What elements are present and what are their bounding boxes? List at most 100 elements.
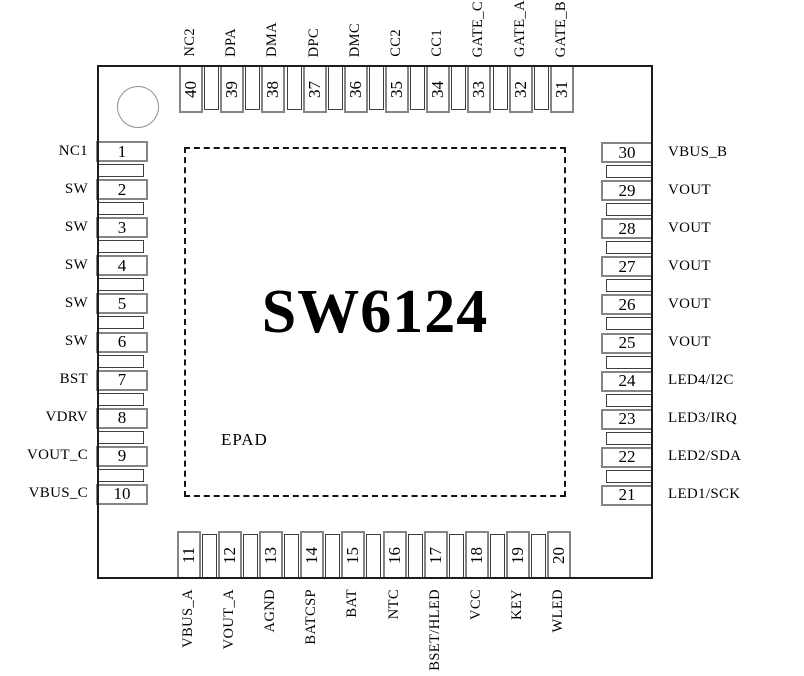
pin-4-label: SW (64, 256, 88, 273)
pin-38-number: 38 (263, 80, 283, 98)
pin-27-label: VOUT (668, 257, 711, 274)
pad-stub (606, 203, 653, 217)
pin-25-number: 25 (618, 333, 636, 352)
pin-11-box: 11 (177, 531, 201, 579)
pin-7-box: 7 (96, 369, 148, 391)
pin-33-number: 33 (469, 80, 489, 98)
pin-14-label: BATCSP (303, 589, 320, 645)
pad-stub (97, 316, 144, 330)
pad-stub (606, 393, 653, 407)
pad-stub (204, 66, 220, 110)
pin-16-label: NTC (385, 589, 402, 620)
pin-9-label: VOUT_C (27, 447, 88, 464)
pin-31-box: 31 (549, 65, 574, 113)
pin-38-label: DMA (264, 21, 281, 57)
pin-18-label: VCC (467, 589, 484, 621)
pin-14-number: 14 (302, 546, 322, 564)
pin-29-label: VOUT (668, 181, 711, 198)
pin-19-number: 19 (507, 546, 527, 564)
pin-22-label: LED2/SDA (668, 448, 742, 465)
pin-35-label: CC2 (388, 29, 404, 57)
pin-30-label: VBUS_B (668, 143, 728, 160)
pad-stub (243, 534, 259, 578)
pin-24-box: 24 (601, 370, 653, 392)
pin-23-label: LED3/IRQ (668, 410, 738, 427)
pin-35-box: 35 (385, 65, 409, 113)
pin-34-number: 34 (428, 80, 448, 98)
pad-stub (284, 534, 300, 578)
pin-2-box: 2 (96, 179, 148, 201)
pin-10-label: VBUS_C (28, 485, 88, 502)
pad-stub (97, 164, 144, 177)
pad-stub (410, 66, 426, 110)
pad-stub (97, 202, 144, 216)
pin-30-box: 30 (601, 142, 653, 163)
pin-40-number: 40 (181, 80, 200, 98)
pin-6-box: 6 (96, 331, 148, 353)
pin-5-box: 5 (96, 293, 148, 315)
pin-32-number: 32 (510, 80, 530, 98)
chip-title: SW6124 (261, 278, 489, 346)
pin-9-number: 9 (117, 446, 127, 466)
pin-37-label: DPC (305, 27, 322, 57)
pad-stub (606, 431, 653, 445)
pin-15-box: 15 (341, 531, 366, 579)
pin-23-box: 23 (601, 408, 653, 430)
pad-stub (492, 66, 508, 110)
pad-stub (97, 354, 144, 368)
pin-15-label: BAT (344, 589, 361, 618)
pin-25-box: 25 (601, 332, 653, 354)
pin-4-box: 4 (96, 255, 148, 277)
pin-40-label: NC2 (182, 28, 198, 57)
pad-stub (97, 278, 144, 292)
pin-11-label: VBUS_A (180, 589, 196, 648)
pad-stub (97, 392, 144, 406)
pad-stub (202, 534, 218, 578)
pin-40-box: 40 (179, 65, 203, 113)
pin-13-box: 13 (259, 531, 284, 579)
pin-27-box: 27 (601, 256, 653, 278)
pin-17-number: 17 (425, 546, 445, 564)
pin-18-number: 18 (466, 546, 486, 564)
epad-dashed-outline (184, 147, 566, 497)
pin-32-label: GATE_A (511, 0, 528, 57)
pin-39-number: 39 (222, 80, 242, 98)
pin-24-number: 24 (618, 371, 636, 391)
pin-21-box: 21 (601, 484, 653, 506)
pin-12-number: 12 (220, 546, 240, 564)
pad-stub (245, 66, 261, 110)
pin-7-label: BST (59, 371, 88, 388)
pin-26-number: 26 (618, 294, 636, 314)
pad-stub (606, 317, 653, 331)
pin-34-label: CC1 (429, 29, 446, 57)
pin-10-box: 10 (96, 483, 148, 505)
pin1-marker-circle-icon (117, 86, 159, 128)
pin-26-label: VOUT (668, 295, 711, 312)
pad-stub (533, 66, 549, 110)
pin-29-number: 29 (618, 180, 636, 200)
pad-stub (325, 534, 341, 578)
pin-3-label: SW (64, 218, 88, 235)
pin-33-box: 33 (467, 65, 492, 113)
pad-stub (606, 165, 653, 178)
pad-stub (368, 66, 384, 110)
pin-39-box: 39 (220, 65, 245, 113)
pin-14-box: 14 (300, 531, 325, 579)
pin-37-box: 37 (302, 65, 327, 113)
pin-24-label: LED4/I2C (668, 372, 734, 389)
pin-30-number: 30 (618, 142, 636, 162)
pin-16-box: 16 (382, 531, 407, 579)
pin-26-box: 26 (601, 294, 653, 316)
pin-29-box: 29 (601, 180, 653, 202)
pad-stub (97, 240, 144, 254)
pin-31-label: GATE_B (552, 0, 569, 57)
pin-20-box: 20 (546, 531, 571, 579)
pin-1-box: 1 (96, 141, 148, 162)
pad-stub (606, 279, 653, 293)
pin-2-label: SW (64, 180, 88, 197)
pin-27-number: 27 (618, 256, 636, 276)
pin-8-box: 8 (96, 407, 148, 429)
pin-37-number: 37 (304, 80, 324, 98)
pin-36-box: 36 (343, 65, 368, 113)
